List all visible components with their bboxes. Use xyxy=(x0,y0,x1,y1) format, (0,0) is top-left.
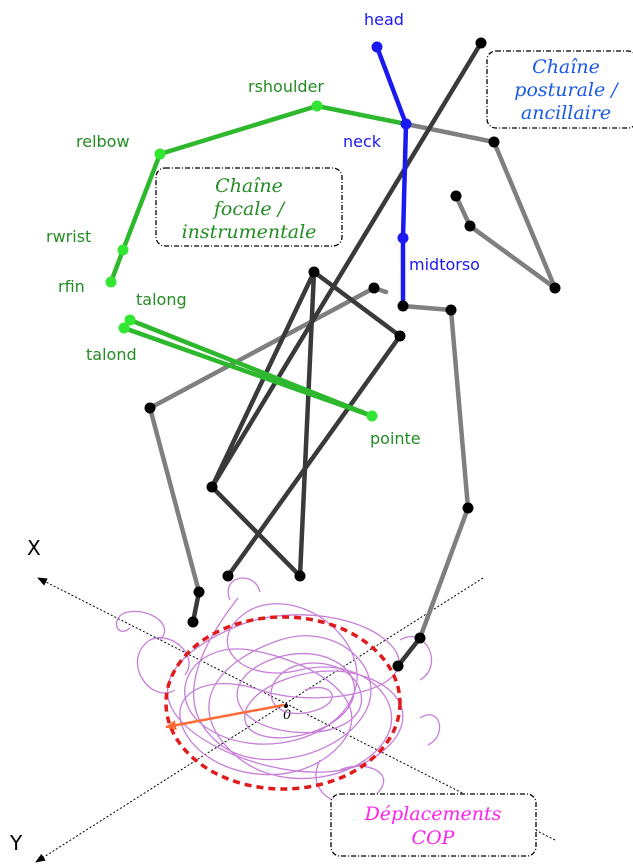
joint-relbow xyxy=(154,148,166,160)
joint-neck xyxy=(400,118,412,130)
green-segments xyxy=(108,103,409,419)
joint-talond xyxy=(118,322,130,334)
box-cop-frame xyxy=(330,793,537,857)
box-focal-line-2: focale / xyxy=(212,198,286,220)
dark-spine-long xyxy=(209,40,484,490)
y-axis-line xyxy=(35,577,484,863)
dark-segment-2 xyxy=(225,333,403,579)
origin-label: 0 xyxy=(283,708,291,723)
label-pointe: pointe xyxy=(370,429,421,448)
y-axis-label: Y xyxy=(9,831,23,855)
label-talond: talond xyxy=(86,345,137,364)
gray-segments xyxy=(147,121,558,641)
joint-rwrist xyxy=(117,244,129,256)
gray-segment-1 xyxy=(403,121,497,145)
box-cop-line-1: Déplacements xyxy=(364,803,502,825)
label-talong: talong xyxy=(136,290,187,309)
joint-pelvis xyxy=(397,300,409,312)
box-postural-line-1: Chaîne xyxy=(532,56,600,78)
green-relbow-rwrist xyxy=(120,151,163,253)
joint-lknee xyxy=(462,502,474,514)
joint-rtoe xyxy=(187,616,199,628)
joint-lshoulder xyxy=(488,136,500,148)
joint-ltoe xyxy=(392,660,404,672)
black-joints xyxy=(144,37,561,672)
joint-chair-foot-right xyxy=(294,570,306,582)
joint-lwrist xyxy=(464,220,476,232)
gray-segment-7 xyxy=(417,505,471,641)
joint-rshoulder xyxy=(311,100,323,112)
dark-segment-3 xyxy=(297,269,317,579)
blue-segments xyxy=(374,44,409,309)
blue-neck-midtorso xyxy=(400,121,409,241)
joint-pointe xyxy=(366,410,378,422)
label-relbow: relbow xyxy=(76,132,130,151)
box-postural-line-2: posturale / xyxy=(514,79,619,101)
joint-rankle xyxy=(193,586,205,598)
joint-talong xyxy=(124,314,136,326)
gray-segment-4 xyxy=(467,223,558,291)
label-rfin: rfin xyxy=(58,277,85,296)
joint-chair-left xyxy=(206,481,218,493)
cop-trajectory xyxy=(115,577,441,806)
box-postural: Chaîne posturale / ancillaire xyxy=(486,50,633,129)
label-midtorso: midtorso xyxy=(409,255,480,274)
blue-head-neck xyxy=(374,44,409,127)
box-focal: Chaîne focale / instrumentale xyxy=(155,167,343,247)
green-joints xyxy=(105,100,378,422)
joint-rhip xyxy=(368,282,380,294)
blue-joints xyxy=(371,41,412,244)
green-relbow-rshoulder xyxy=(157,103,320,157)
gray-segment-5 xyxy=(400,303,454,313)
joint-lhip xyxy=(445,304,457,316)
label-neck: neck xyxy=(343,132,382,151)
green-rwrist-rfin xyxy=(108,247,126,285)
joint-rfin xyxy=(105,276,117,288)
dark-segment-7 xyxy=(395,635,423,669)
joint-chair-foot-left xyxy=(222,570,234,582)
joint-midtorso xyxy=(397,232,409,244)
box-focal-frame xyxy=(155,167,343,247)
x-axis-label: X xyxy=(27,536,41,560)
green-talond-pointe xyxy=(121,325,375,419)
box-focal-line-1: Chaîne xyxy=(215,175,283,197)
gray-segment-3 xyxy=(453,193,473,229)
joint-lhand xyxy=(549,282,561,294)
cop-ellipse xyxy=(164,615,402,791)
box-focal-line-3: instrumentale xyxy=(182,221,317,243)
box-cop: Déplacements COP xyxy=(330,793,537,857)
label-head: head xyxy=(364,10,404,29)
box-postural-line-3: ancillaire xyxy=(521,102,611,124)
cop-vector-arrow xyxy=(165,703,285,731)
origin-point xyxy=(284,704,288,708)
label-rshoulder: rshoulder xyxy=(248,77,324,96)
joint-lelbow xyxy=(450,190,462,202)
dark-segment-5 xyxy=(209,484,303,579)
dark-segment-1 xyxy=(311,269,403,339)
joint-chair-right xyxy=(394,330,406,342)
dark-segments xyxy=(190,40,484,669)
green-rshoulder-neck xyxy=(314,103,409,127)
gray-segment-6 xyxy=(448,307,471,511)
joint-top-right xyxy=(475,37,487,49)
box-postural-frame xyxy=(486,50,633,129)
label-rwrist: rwrist xyxy=(46,227,91,246)
joint-head xyxy=(371,41,383,53)
gray-segment-10 xyxy=(147,405,202,595)
joint-lankle xyxy=(414,632,426,644)
joint-rknee xyxy=(144,402,156,414)
gray-segment-2 xyxy=(491,139,558,291)
joint-chair-top xyxy=(308,266,320,278)
joint-labels: head neck midtorso rshoulder relbow rwri… xyxy=(46,10,480,448)
gray-segment-8 xyxy=(147,285,377,411)
box-cop-line-2: COP xyxy=(412,827,456,849)
